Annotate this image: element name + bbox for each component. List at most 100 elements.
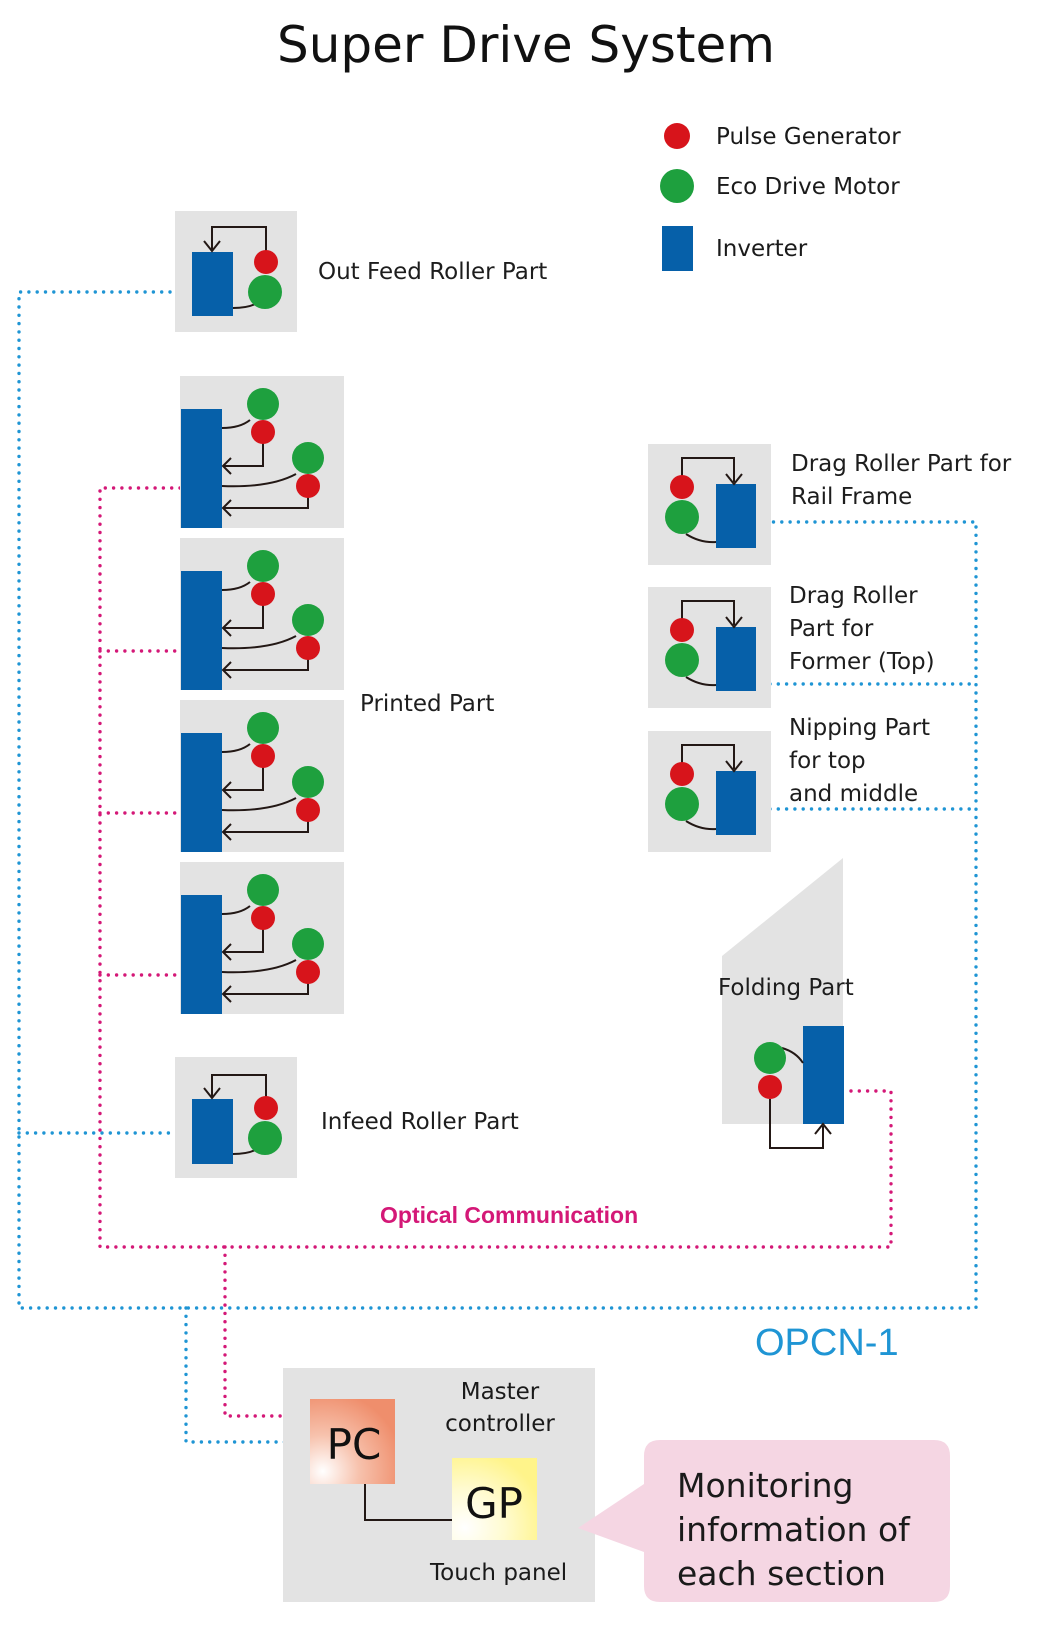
nipping-label-line2: for top <box>789 748 866 774</box>
wire <box>221 635 297 650</box>
pulse-generator-icon <box>670 762 694 786</box>
wire <box>685 820 717 831</box>
pulse-generator-icon <box>254 1096 278 1120</box>
inverter-icon <box>181 895 222 1014</box>
wire <box>221 581 251 591</box>
pulse-generator-icon <box>251 744 275 768</box>
pulse-generator-icon <box>296 960 320 984</box>
eco-drive-motor-icon <box>247 388 279 420</box>
drag-rail-label-line2: Rail Frame <box>791 484 913 510</box>
inverter-icon <box>181 409 222 528</box>
wire <box>221 797 297 812</box>
nipping-label-line1: Nipping Part <box>789 715 931 741</box>
wire <box>685 676 717 687</box>
printed-part-module <box>180 862 344 1014</box>
nipping-part <box>648 731 771 852</box>
eco-drive-motor-icon <box>292 766 324 798</box>
pulse-generator-icon <box>296 636 320 660</box>
gp-box <box>452 1458 537 1540</box>
optical-line-pc <box>223 1245 308 1418</box>
callout-text: Monitoring information of each section <box>677 1464 910 1596</box>
opcn-line-outfeed <box>17 290 978 1310</box>
pulse-generator-icon <box>251 582 275 606</box>
eco-drive-motor-icon <box>248 1121 282 1155</box>
pulse-generator-icon <box>296 474 320 498</box>
master-controller-label-line1: Master <box>460 1379 540 1405</box>
opcn-network-lines <box>17 290 978 1444</box>
drag-former-label-line3: Former (Top) <box>789 649 935 675</box>
printed-part-modules <box>180 376 344 1014</box>
inverter-icon <box>192 1099 233 1164</box>
feedback-arrow <box>681 600 743 629</box>
pulse-generator-icon <box>758 1075 782 1099</box>
pulse-generator-icon <box>251 906 275 930</box>
printed-part-module <box>180 538 344 690</box>
callout-line1: Monitoring <box>677 1466 854 1505</box>
eco-drive-motor-icon <box>754 1042 786 1074</box>
optical-communication-label: Optical Communication <box>380 1202 639 1228</box>
out-feed-roller-label: Out Feed Roller Part <box>318 259 548 285</box>
pulse-generator-icon <box>670 475 694 499</box>
inverter-icon <box>192 252 233 316</box>
gp-label: GP <box>465 1479 523 1528</box>
infeed-roller-part <box>175 1057 297 1178</box>
master-controller-label: Master controller <box>440 1376 560 1440</box>
wire <box>221 743 251 753</box>
pulse-generator-icon <box>664 123 690 149</box>
opcn-line-pc <box>184 1306 308 1444</box>
nipping-label-line3: and middle <box>789 781 919 807</box>
wire <box>221 905 251 915</box>
legend <box>660 123 694 271</box>
pc-box <box>310 1399 395 1484</box>
pulse-generator-icon <box>251 420 275 444</box>
eco-drive-motor-icon <box>292 928 324 960</box>
drag-roller-former-part <box>648 587 771 708</box>
pulse-generator-icon <box>254 250 278 274</box>
inverter-icon <box>716 771 756 835</box>
callout-line3: each section <box>677 1554 886 1593</box>
inverter-icon <box>716 627 756 691</box>
master-controller-label-line2: controller <box>445 1411 555 1437</box>
wire <box>221 473 297 488</box>
drag-former-label-line1: Drag Roller <box>789 583 918 609</box>
pc-label: PC <box>326 1420 382 1469</box>
inverter-icon <box>662 226 693 271</box>
inverter-icon <box>181 733 222 852</box>
eco-drive-motor-icon <box>665 643 699 677</box>
optical-line-main <box>98 486 893 1249</box>
inverter-icon <box>803 1026 844 1124</box>
pulse-generator-icon <box>670 618 694 642</box>
feedback-arrow <box>681 457 743 486</box>
drag-former-label-line2: Part for <box>789 616 874 642</box>
eco-drive-motor-icon <box>292 604 324 636</box>
callout-line2: information of <box>677 1510 910 1549</box>
drag-roller-rail-frame-part <box>648 444 771 565</box>
drag-rail-label-line1: Drag Roller Part for <box>791 451 1012 477</box>
inverter-icon <box>181 571 222 690</box>
legend-label-pulse-generator: Pulse Generator <box>716 124 901 150</box>
legend-label-eco-drive-motor: Eco Drive Motor <box>716 174 900 200</box>
eco-drive-motor-icon <box>665 787 699 821</box>
master-controller <box>283 1368 595 1602</box>
optical-network-lines <box>98 486 893 1418</box>
eco-drive-motor-icon <box>247 874 279 906</box>
feedback-arrow <box>681 744 743 773</box>
pulse-generator-icon <box>296 798 320 822</box>
opcn-label: OPCN-1 <box>755 1322 899 1364</box>
infeed-roller-label: Infeed Roller Part <box>321 1109 519 1135</box>
printed-part-module <box>180 376 344 528</box>
wire <box>221 419 251 429</box>
eco-drive-motor-icon <box>660 169 694 203</box>
printed-part-label: Printed Part <box>360 691 495 717</box>
wire <box>685 533 717 544</box>
monitoring-callout <box>578 1440 950 1602</box>
page-title: Super Drive System <box>276 16 776 74</box>
folding-part-label: Folding Part <box>718 975 854 1001</box>
printed-part-module <box>180 700 344 852</box>
eco-drive-motor-icon <box>665 500 699 534</box>
eco-drive-motor-icon <box>247 550 279 582</box>
inverter-icon <box>716 484 756 548</box>
eco-drive-motor-icon <box>248 275 282 309</box>
